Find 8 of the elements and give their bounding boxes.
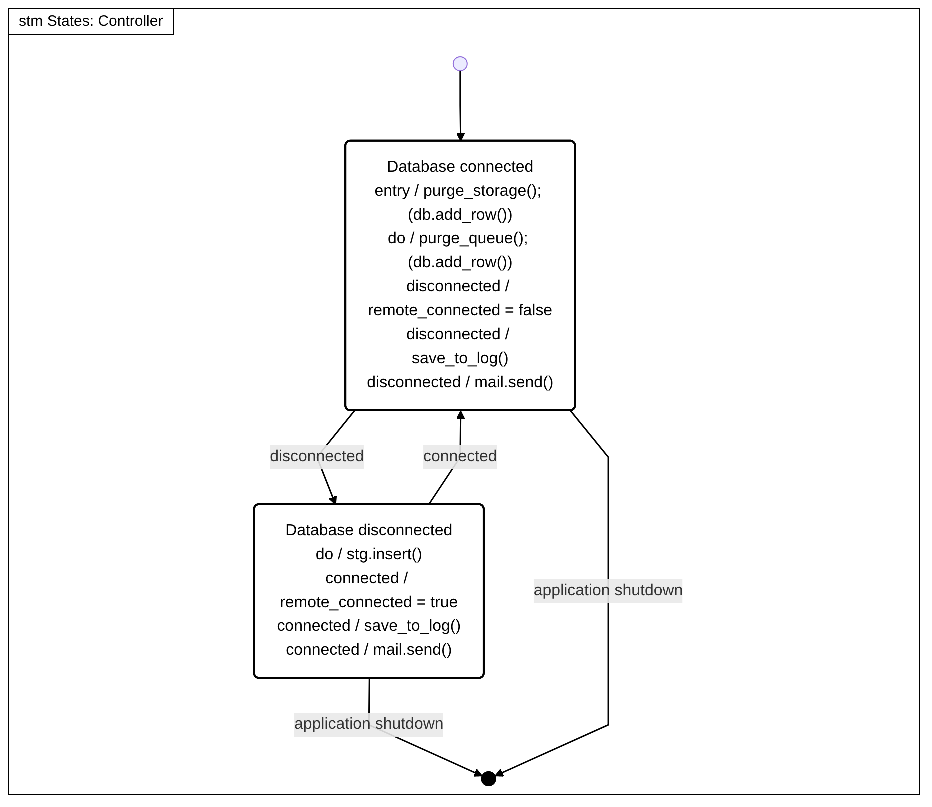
node-circle xyxy=(453,56,468,72)
edge-label: application shutdown xyxy=(294,716,444,734)
edge-label: application shutdown xyxy=(534,582,684,600)
edge-label: disconnected xyxy=(270,448,365,466)
edge-label: connected xyxy=(424,448,498,466)
arrow xyxy=(456,70,466,142)
arrow xyxy=(495,410,610,777)
frame-title: stm States: Controller xyxy=(9,9,174,35)
